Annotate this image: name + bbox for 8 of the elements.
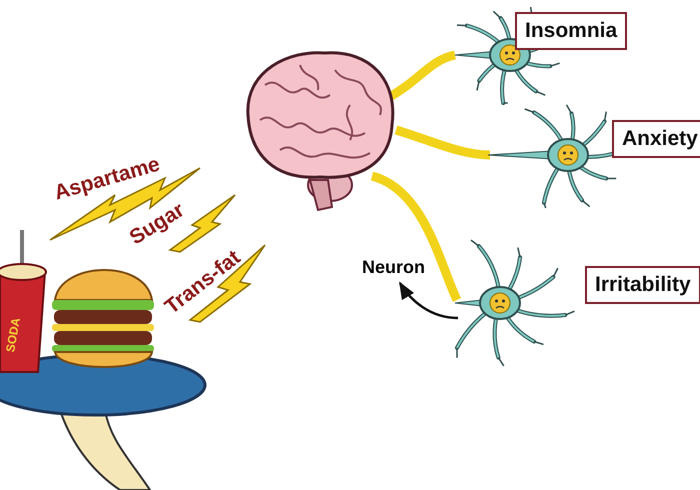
axon-connector — [394, 126, 490, 160]
symptom-box: Insomnia — [515, 12, 628, 50]
axon-connector — [370, 172, 462, 302]
neuron-label: Neuron — [362, 257, 425, 278]
symptom-box: Irritability — [585, 266, 700, 304]
symptom-box: Anxiety — [612, 120, 700, 158]
curved-arrow — [398, 282, 458, 320]
cup-label: SODA — [3, 316, 23, 354]
